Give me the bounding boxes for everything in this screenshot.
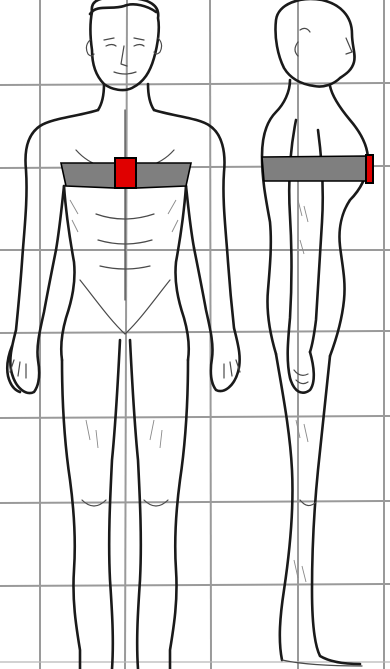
front-sensor: [115, 158, 136, 188]
front-mouth: [114, 72, 136, 74]
side-back: [262, 80, 290, 354]
front-view-figure: [7, 0, 240, 669]
side-hand: [294, 370, 308, 384]
side-leg-front: [312, 356, 360, 664]
side-sensor: [366, 155, 373, 183]
front-strap-right: [136, 163, 191, 188]
grid-line-h4: [0, 331, 390, 333]
front-left-arm-inner: [56, 186, 64, 250]
grid-line-h7: [0, 584, 390, 586]
side-head: [275, 0, 354, 87]
front-left-leg-inner: [109, 340, 120, 669]
front-right-leg-inner: [130, 340, 141, 669]
side-chest-strap-group: [262, 155, 373, 183]
side-strap: [262, 156, 366, 181]
front-head: [91, 0, 159, 90]
front-torso-right: [175, 186, 188, 360]
grid-line-h6: [0, 501, 390, 503]
front-eyes: [104, 38, 144, 46]
front-hairline: [90, 4, 156, 14]
front-shading: [70, 200, 178, 232]
front-left-arm-outer: [10, 110, 98, 393]
side-arm-shading: [298, 200, 308, 254]
side-front: [330, 86, 368, 356]
front-chest-strap-group: [61, 158, 191, 188]
side-leg-back: [276, 354, 293, 660]
front-left-leg-outer: [62, 360, 80, 669]
front-right-leg-outer: [170, 360, 188, 669]
front-strap-left: [61, 163, 115, 188]
front-leg-shading: [86, 420, 162, 448]
front-torso-left: [61, 186, 74, 360]
side-view-figure: [262, 0, 368, 666]
grid-line-h5: [0, 416, 390, 418]
front-right-arm-inner: [186, 186, 194, 248]
